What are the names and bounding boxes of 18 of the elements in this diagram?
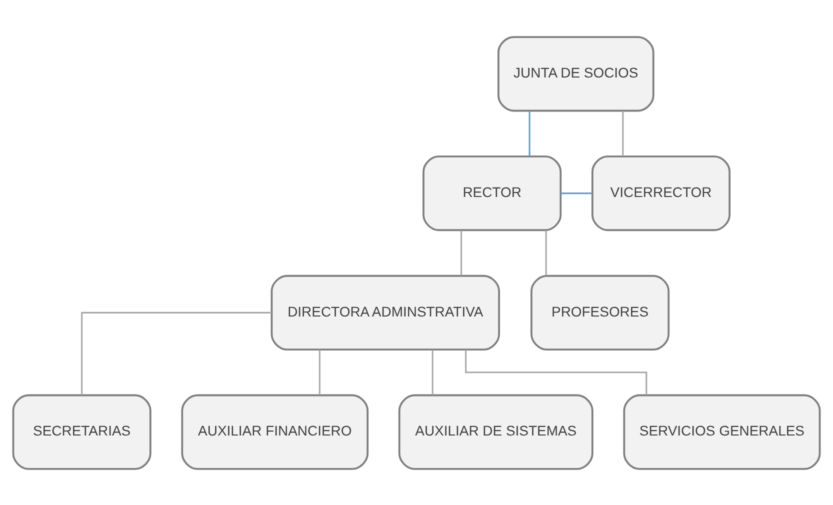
connector	[622, 110, 624, 156]
node-box: DIRECTORA ADMINSTRATIVA	[270, 274, 500, 350]
connector	[460, 230, 462, 276]
node-box: PROFESORES	[530, 274, 670, 350]
node-box: AUXILIAR FINANCIERO	[181, 394, 369, 470]
connector	[81, 311, 272, 394]
node-box: AUXILIAR DE SISTEMAS	[398, 394, 594, 470]
connector	[545, 230, 547, 276]
connector	[432, 349, 434, 394]
connector	[318, 349, 320, 394]
connector	[465, 349, 648, 394]
connector	[528, 110, 530, 156]
connector	[560, 192, 592, 194]
node-box: SECRETARIAS	[12, 394, 152, 470]
node-box: RECTOR	[422, 155, 562, 231]
node-box: SERVICIOS GENERALES	[623, 394, 821, 470]
node-box: VICERRECTOR	[591, 155, 731, 231]
node-box: JUNTA DE SOCIOS	[497, 36, 654, 112]
